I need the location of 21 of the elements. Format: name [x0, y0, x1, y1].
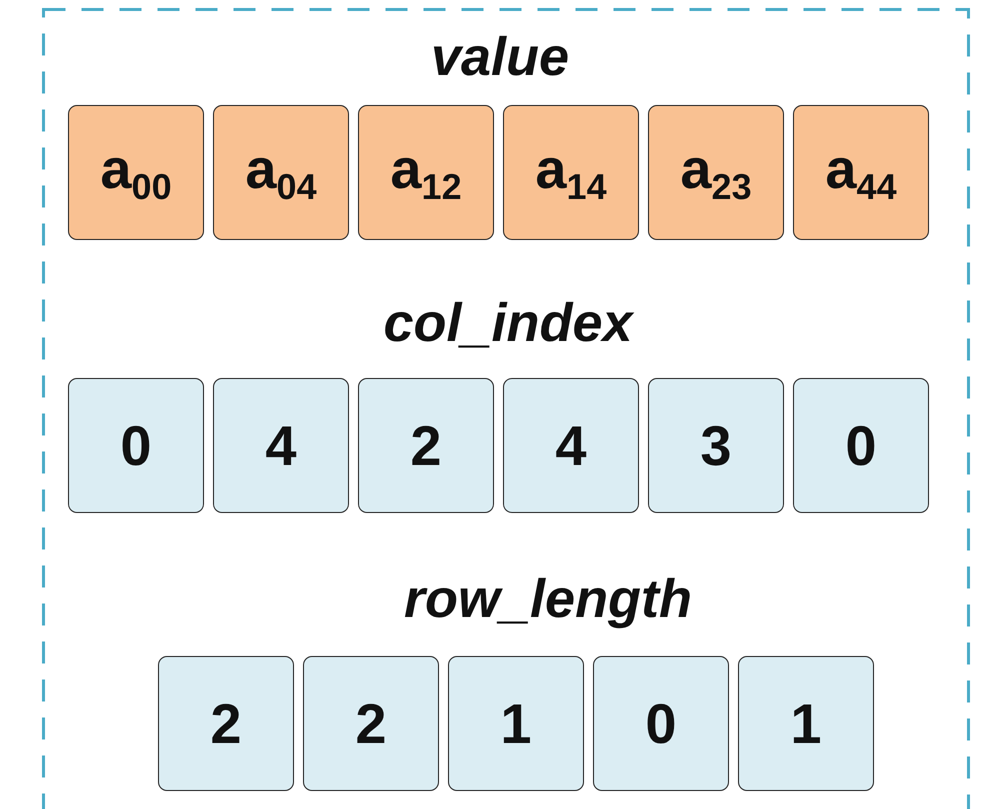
array-name: value — [430, 30, 570, 84]
array-cell: 0 — [593, 656, 729, 791]
array-cell: 4 — [213, 378, 349, 513]
array-cell: 0 — [793, 378, 929, 513]
array-name: row_length — [404, 572, 692, 626]
array-cell: 0 — [68, 378, 204, 513]
array-cell: 1 — [738, 656, 874, 791]
array-cell: 2 — [158, 656, 294, 791]
array-cell: 3 — [648, 378, 784, 513]
array-cell: 4 — [503, 378, 639, 513]
array-cell: 2 — [303, 656, 439, 791]
array-cell: 1 — [448, 656, 584, 791]
array-cell: a$_{12}$ — [358, 105, 494, 240]
array-cell: a$_{04}$ — [213, 105, 349, 240]
array-name: col_index — [383, 296, 633, 350]
array-cell: a$_{14}$ — [503, 105, 639, 240]
array-cell: a$_{23}$ — [648, 105, 784, 240]
dashed-frame — [42, 8, 970, 809]
array-cell: 2 — [358, 378, 494, 513]
array-cell: a$_{00}$ — [68, 105, 204, 240]
array-cell: a$_{44}$ — [793, 105, 929, 240]
